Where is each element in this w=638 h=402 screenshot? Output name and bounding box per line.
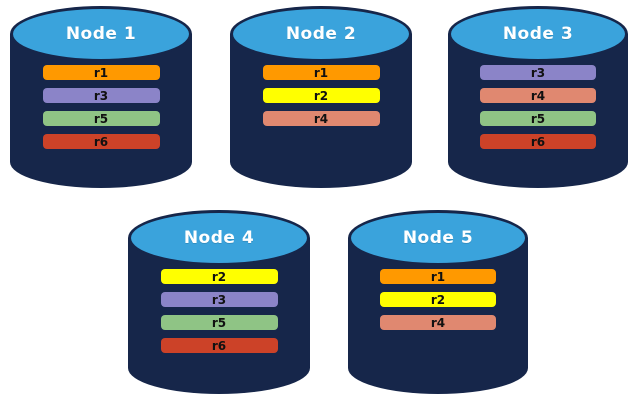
replica-r1[interactable]: r1 [262, 65, 380, 80]
node-4-cylinder-top: Node 4 [128, 210, 310, 266]
replica-r1[interactable]: r1 [380, 269, 496, 284]
node-1-title: Node 1 [65, 24, 137, 44]
replica-r6[interactable]: r6 [42, 134, 160, 149]
replica-r6[interactable]: r6 [480, 134, 596, 149]
replica-r5[interactable]: r5 [160, 315, 278, 330]
node-5-cylinder-top: Node 5 [348, 210, 528, 266]
node-2-replica-list: r1 r2 r4 [230, 65, 412, 126]
node-5-title: Node 5 [402, 228, 474, 248]
replica-r5[interactable]: r5 [480, 111, 596, 126]
node-3-title: Node 3 [502, 24, 574, 44]
replica-r4[interactable]: r4 [262, 111, 380, 126]
node-3-cylinder-top: Node 3 [448, 6, 628, 62]
replica-r2[interactable]: r2 [160, 269, 278, 284]
replica-r3[interactable]: r3 [160, 292, 278, 307]
replica-r3[interactable]: r3 [480, 65, 596, 80]
node-4-title: Node 4 [183, 228, 255, 248]
node-3-replica-list: r3 r4 r5 r6 [448, 65, 628, 149]
node-1-replica-list: r1 r3 r5 r6 [10, 65, 192, 149]
node-2-title: Node 2 [285, 24, 357, 44]
node-2[interactable]: Node 2 r1 r2 r4 [230, 6, 412, 188]
node-3[interactable]: Node 3 r3 r4 r5 r6 [448, 6, 628, 188]
node-4-replica-list: r2 r3 r5 r6 [128, 269, 310, 353]
replica-r1[interactable]: r1 [42, 65, 160, 80]
node-1[interactable]: Node 1 r1 r3 r5 r6 [10, 6, 192, 188]
replica-r4[interactable]: r4 [480, 88, 596, 103]
node-5[interactable]: Node 5 r1 r2 r4 [348, 210, 528, 394]
replica-r3[interactable]: r3 [42, 88, 160, 103]
node-1-cylinder-top: Node 1 [10, 6, 192, 62]
node-2-cylinder-top: Node 2 [230, 6, 412, 62]
replica-r6[interactable]: r6 [160, 338, 278, 353]
replica-r5[interactable]: r5 [42, 111, 160, 126]
replica-r2[interactable]: r2 [262, 88, 380, 103]
replica-r4[interactable]: r4 [380, 315, 496, 330]
node-5-replica-list: r1 r2 r4 [348, 269, 528, 330]
node-4[interactable]: Node 4 r2 r3 r5 r6 [128, 210, 310, 394]
replica-r2[interactable]: r2 [380, 292, 496, 307]
